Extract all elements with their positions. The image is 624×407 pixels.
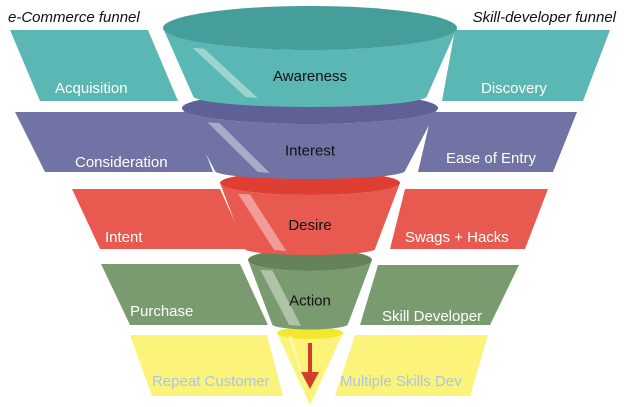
funnel-stage-label: Interest [285, 143, 336, 160]
arrow-head-icon [301, 372, 319, 389]
funnel-segment-awareness [163, 28, 457, 107]
funnel-stage-label: Action [289, 293, 331, 310]
funnel-highlight [238, 193, 287, 251]
funnel-stage-label: Awareness [273, 68, 347, 85]
right-stage-label: Swags + Hacks [405, 229, 509, 246]
left-band-1 [15, 112, 213, 172]
left-band-2 [72, 189, 247, 249]
right-stage-label: Skill Developer [382, 308, 482, 325]
funnel-segment-action [248, 260, 372, 330]
left-stage-label: Purchase [130, 303, 193, 320]
left-band-4 [130, 335, 283, 396]
funnel-segment-desire [220, 183, 400, 255]
right-stage-label: Discovery [481, 80, 547, 97]
left-stage-label: Acquisition [55, 80, 128, 97]
right-band-2 [390, 189, 548, 249]
right-band-3 [360, 265, 519, 325]
right-funnel-title: Skill-developer funnel [473, 9, 617, 26]
funnel-highlight [207, 122, 270, 173]
funnel-highlight [260, 269, 302, 326]
left-band-0 [10, 30, 178, 101]
funnel-stage-label: Desire [288, 217, 331, 234]
left-stage-label: Consideration [75, 154, 168, 171]
funnel-segment-interest [182, 108, 438, 179]
funnel-rim [163, 6, 457, 50]
left-stage-label: Repeat Customer [152, 373, 270, 390]
left-stage-label: Intent [105, 229, 143, 246]
left-band-3 [101, 264, 268, 325]
right-stage-label: Ease of Entry [446, 150, 537, 167]
funnel-highlight [192, 47, 258, 98]
right-stage-label: Multiple Skills Dev [340, 373, 462, 390]
right-band-1 [418, 112, 577, 172]
right-band-4 [335, 335, 488, 396]
funnel-cone-rim [277, 327, 343, 339]
right-band-0 [442, 30, 610, 101]
left-funnel-title: e-Commerce funnel [8, 9, 140, 26]
cone-highlight [288, 336, 308, 395]
funnel-rim [248, 249, 372, 271]
